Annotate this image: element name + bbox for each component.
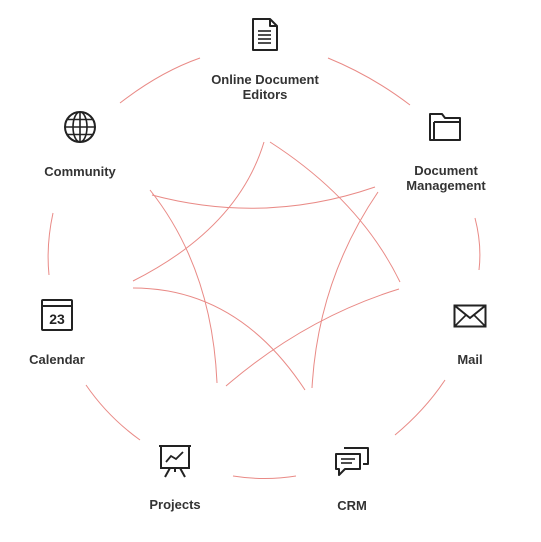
module-label: Document (414, 163, 478, 178)
calendar-icon: 23 (41, 299, 73, 331)
inner-star (132, 141, 401, 391)
calendar-day: 23 (49, 311, 65, 327)
chat-bubbles-icon (335, 447, 369, 476)
module-document-management[interactable]: Document Management (386, 110, 506, 193)
module-calendar[interactable]: 23 Calendar (17, 298, 97, 367)
module-label: Projects (149, 497, 201, 512)
ring-arc (85, 384, 141, 441)
module-label-line2: Management (406, 178, 486, 193)
module-label: Online Document (211, 72, 319, 87)
folder-icon (429, 113, 461, 141)
ring-arc (394, 379, 446, 436)
globe-icon (64, 111, 96, 143)
module-crm[interactable]: CRM (312, 446, 392, 513)
presentation-board-icon (159, 445, 191, 478)
star-arc (269, 141, 401, 283)
star-arc (151, 186, 376, 209)
star-arc (149, 189, 218, 384)
module-label-line2: Editors (242, 87, 288, 102)
ring-arc (327, 57, 411, 106)
ring-arc (119, 57, 201, 104)
ring-arc (474, 217, 481, 271)
module-label: Calendar (29, 352, 85, 367)
star-arc (311, 191, 379, 389)
star-arc (132, 287, 306, 391)
star-arc (225, 288, 400, 387)
module-label: Mail (457, 352, 483, 367)
star-arc (132, 141, 265, 282)
module-projects[interactable]: Projects (135, 444, 215, 512)
module-label: CRM (337, 498, 367, 513)
module-mail[interactable]: Mail (430, 304, 510, 367)
outer-ring (47, 57, 481, 479)
module-label: Community (44, 164, 116, 179)
module-community[interactable]: Community (30, 110, 130, 179)
ring-arc (47, 212, 54, 276)
envelope-icon (453, 304, 487, 328)
ring-arc (232, 475, 297, 479)
document-icon (252, 18, 278, 51)
module-online-document-editors[interactable]: Online Document Editors (185, 18, 345, 102)
